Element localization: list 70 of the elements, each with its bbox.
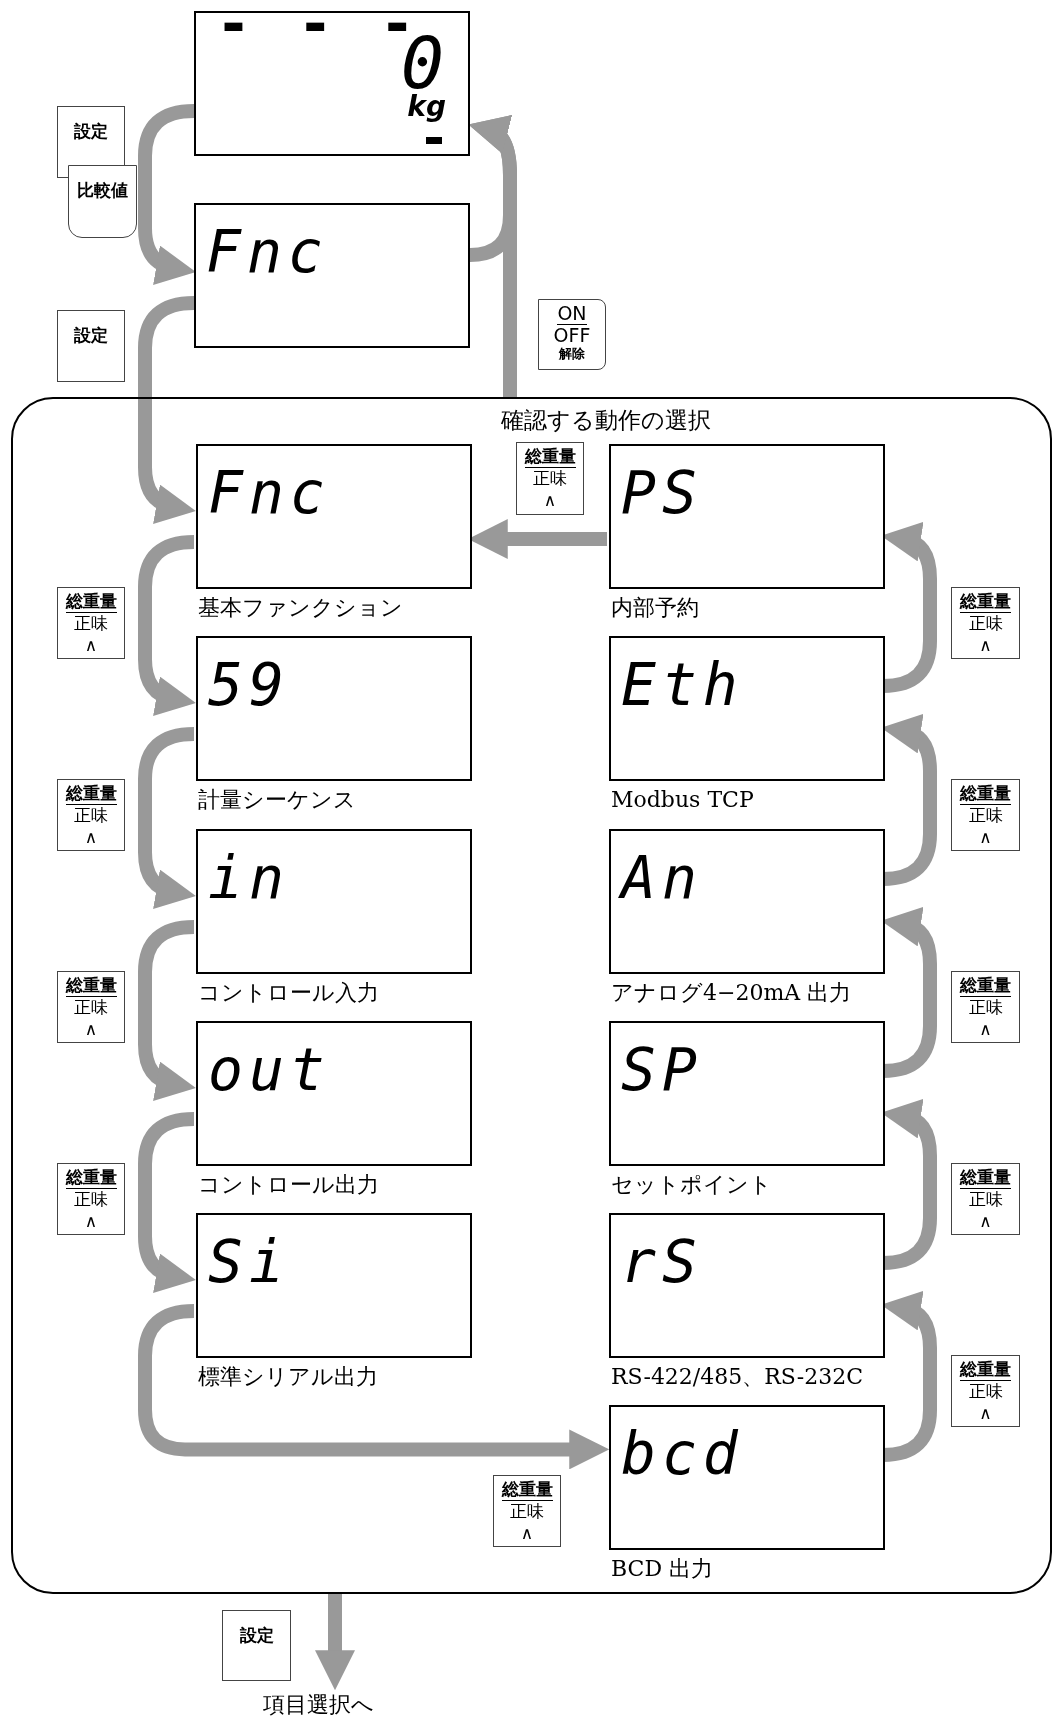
caption-text: 項目選択へ [263,1692,374,1719]
key-label: 正味 [74,997,108,1019]
key-label: 総重量 [960,783,1011,806]
item-caption: 基本ファンクション [198,595,403,622]
arrow [315,1594,355,1691]
key-label: 正味 [968,997,1003,1019]
group-title: 確認する動作の選択 [501,407,711,435]
segment-text: out [208,1041,331,1099]
item-caption: BCD 出力 [611,1556,714,1583]
key-label: 正味 [533,468,567,490]
key-label: 総重量 [960,591,1011,614]
arrow [138,104,196,284]
key-label: ∧ [84,1018,98,1040]
key-label: ON [557,303,587,325]
item-caption: 計量シーケンス [198,787,356,814]
key-label: ∧ [84,1210,98,1232]
display-screen [194,11,470,156]
key-label: ∧ [979,1210,992,1232]
segment-text: Fnc [206,223,329,281]
group-frame [11,397,1052,1594]
segment-text: in [208,849,290,907]
key-label: ∧ [543,489,557,511]
item-caption: コントロール入力 [198,980,379,1007]
key-label: 設定 [74,121,108,143]
key-label: 正味 [510,1501,544,1523]
key-label: 総重量 [960,1167,1011,1190]
key-label: 正味 [74,1189,108,1211]
key-label: ∧ [979,826,992,848]
segment-text: PS [621,464,703,522]
key-label: 総重量 [65,975,117,998]
item-caption: 内部予約 [611,595,699,622]
item-caption: RS-422/485、RS-232C [611,1364,863,1391]
key-label: 総重量 [960,1359,1011,1382]
key-label: 総重量 [65,1167,117,1190]
key-label: 正味 [74,805,108,827]
key-label: 解除 [559,345,585,363]
unit-text: kg [407,93,446,121]
item-caption: アナログ4−20mA 出力 [611,980,852,1007]
key-label: OFF [553,324,591,346]
key-label: 総重量 [960,975,1011,998]
key-label: ∧ [84,634,98,656]
key-label: ∧ [84,826,98,848]
key-label: 正味 [968,613,1003,635]
segment-text: SP [621,1041,703,1099]
item-caption: 標準シリアル出力 [198,1364,378,1391]
segment-text: Fnc [208,464,331,522]
key-label: 総重量 [65,591,117,614]
segment-text: rS [621,1233,703,1291]
segment-text: Eth [621,656,744,714]
key-label: ∧ [979,634,992,656]
key-label: 設定 [74,325,108,347]
item-caption: セットポイント [611,1172,772,1199]
item-caption: Modbus TCP [611,787,754,814]
item-caption: コントロール出力 [198,1172,379,1199]
key-label: ∧ [979,1402,992,1424]
key-label: 比較値 [77,180,128,202]
segment-text: Si [208,1233,290,1291]
display-screen [194,203,470,348]
key-label: ∧ [520,1522,534,1544]
key-label: 正味 [74,613,108,635]
key-label: 総重量 [524,446,576,469]
segment-text: 59 [208,656,290,714]
key-label: 設定 [239,1625,274,1647]
key-label: 正味 [968,805,1003,827]
key-label: ∧ [979,1018,992,1040]
key-label: 正味 [968,1381,1003,1403]
key-label: 正味 [968,1189,1003,1211]
key-label: 総重量 [501,1479,553,1502]
segment-text: bcd [621,1425,744,1483]
key-label: 総重量 [65,783,117,806]
